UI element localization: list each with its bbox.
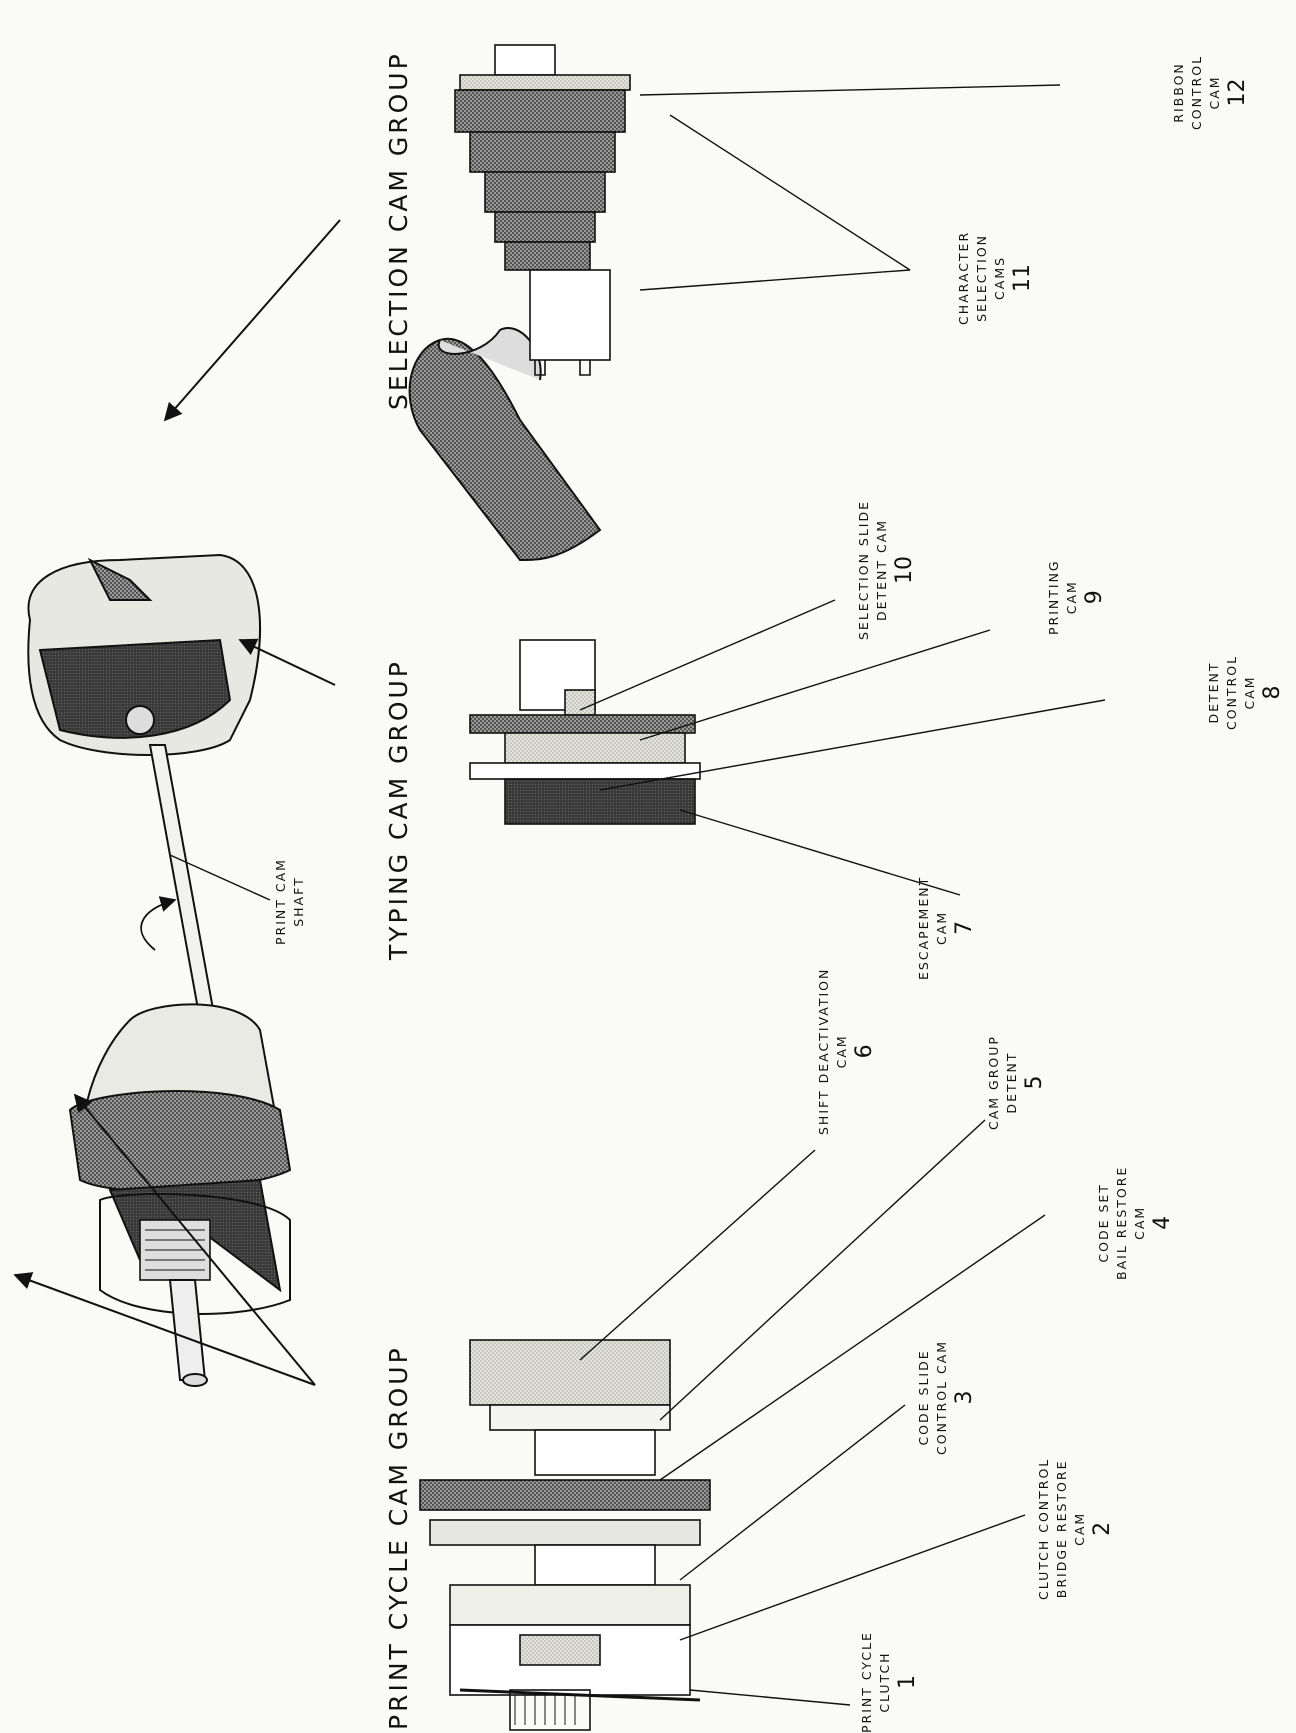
cam-label-9: PRINTING CAM 9	[1045, 559, 1109, 635]
cam-label-11: CHARACTER SELECTION CAMS 11	[955, 231, 1037, 325]
drive-gear	[139, 1219, 211, 1281]
typing-cam-group-title: TYPING CAM GROUP	[384, 659, 413, 960]
cam-number: 3	[952, 1390, 977, 1405]
perspective-shaft-assembly	[27, 327, 602, 1387]
cam-label-line: CAM	[1242, 675, 1257, 710]
cam-label-line: CLUTCH	[877, 1651, 892, 1713]
cam-label-line: BAIL RESTORE	[1114, 1165, 1129, 1280]
cam-label-line: CAM	[1132, 1205, 1147, 1240]
cam-label-8: DETENT CONTROL CAM 8	[1205, 655, 1287, 730]
cam-label-line: DETENT	[1206, 661, 1221, 724]
cam-label-line: BRIDGE RESTORE	[1054, 1459, 1069, 1599]
cam-label-12: RIBBON CONTROL CAM 12	[1170, 55, 1252, 130]
cam-label-3: CODE SLIDE CONTROL CAM 3	[915, 1340, 979, 1455]
cam-label-line: RIBBON	[1171, 62, 1186, 123]
selection-cone	[408, 337, 602, 562]
cam-label-line: SELECTION	[974, 233, 989, 322]
cam-label-line: CAM	[1072, 1511, 1087, 1546]
cam-label-line: CAMS	[992, 255, 1007, 300]
cam-number: 9	[1082, 590, 1107, 605]
cam-label-line: CODE SLIDE	[916, 1349, 931, 1446]
cam-number: 1	[895, 1675, 920, 1690]
selection-cam-group-title: SELECTION CAM GROUP	[384, 51, 413, 410]
cam-number: 7	[952, 920, 977, 935]
cam-number: 12	[1225, 78, 1250, 107]
leader-lines	[169, 84, 1106, 1706]
cam-number: 11	[1010, 263, 1035, 292]
cam-number: 10	[892, 555, 917, 584]
cam-label-line: CAM GROUP	[986, 1035, 1001, 1130]
cam-number: 6	[852, 1044, 877, 1059]
cam-label-line: DETENT	[1004, 1051, 1019, 1114]
cam-number: 5	[1022, 1075, 1047, 1090]
print-cam-shaft-label: PRINT CAM SHAFT	[272, 858, 308, 945]
cam-number: 2	[1090, 1521, 1115, 1536]
shaft-label-line: PRINT CAM	[273, 858, 288, 945]
cam-label-line: PRINTING	[1046, 559, 1061, 635]
shaft-label-line: SHAFT	[291, 876, 306, 927]
cam-label-4: CODE SET BAIL RESTORE CAM 4	[1095, 1166, 1177, 1280]
cam-label-line: CAM	[1064, 580, 1079, 615]
cam-label-line: ESCAPEMENT	[916, 875, 931, 980]
cam-label-line: CLUTCH CONTROL	[1036, 1457, 1051, 1600]
cam-label-5: CAM GROUP DETENT 5	[985, 1035, 1049, 1130]
cam-label-line: DETENT CAM	[874, 518, 889, 622]
cam-number: 8	[1260, 685, 1285, 700]
cam-label-line: CONTROL CAM	[934, 1339, 949, 1455]
cam-label-line: CODE SET	[1096, 1183, 1111, 1263]
cam-label-line: CAM	[934, 910, 949, 945]
print-cycle-cam-group-title: PRINT CYCLE CAM GROUP	[384, 1345, 413, 1730]
cam-label-line: SELECTION SLIDE	[856, 499, 871, 640]
cam-label-line: CAM	[1207, 75, 1222, 110]
cam-label-7: ESCAPEMENT CAM 7	[915, 876, 979, 980]
cam-label-line: PRINT CYCLE	[859, 1631, 874, 1733]
cam-label-10: SELECTION SLIDE DETENT CAM 10	[855, 500, 919, 640]
cam-label-2: CLUTCH CONTROL BRIDGE RESTORE CAM 2	[1035, 1458, 1117, 1600]
cam-label-line: CHARACTER	[956, 230, 971, 325]
cam-label-1: PRINT CYCLE CLUTCH 1	[858, 1631, 922, 1733]
cam-label-line: SHIFT DEACTIVATION	[816, 967, 831, 1135]
cam-label-6: SHIFT DEACTIVATION CAM 6	[815, 968, 879, 1135]
cam-label-line: CAM	[834, 1034, 849, 1069]
print-cam-shaft	[148, 744, 217, 1021]
selection-cam-sideview	[454, 44, 631, 376]
cam-label-line: CONTROL	[1224, 654, 1239, 730]
group-arrows	[13, 219, 341, 1386]
cam-label-line: CONTROL	[1189, 54, 1204, 130]
typing-cam-sideview	[469, 639, 701, 825]
cam-number: 4	[1150, 1215, 1175, 1230]
print-cycle-sideview	[419, 1339, 711, 1731]
